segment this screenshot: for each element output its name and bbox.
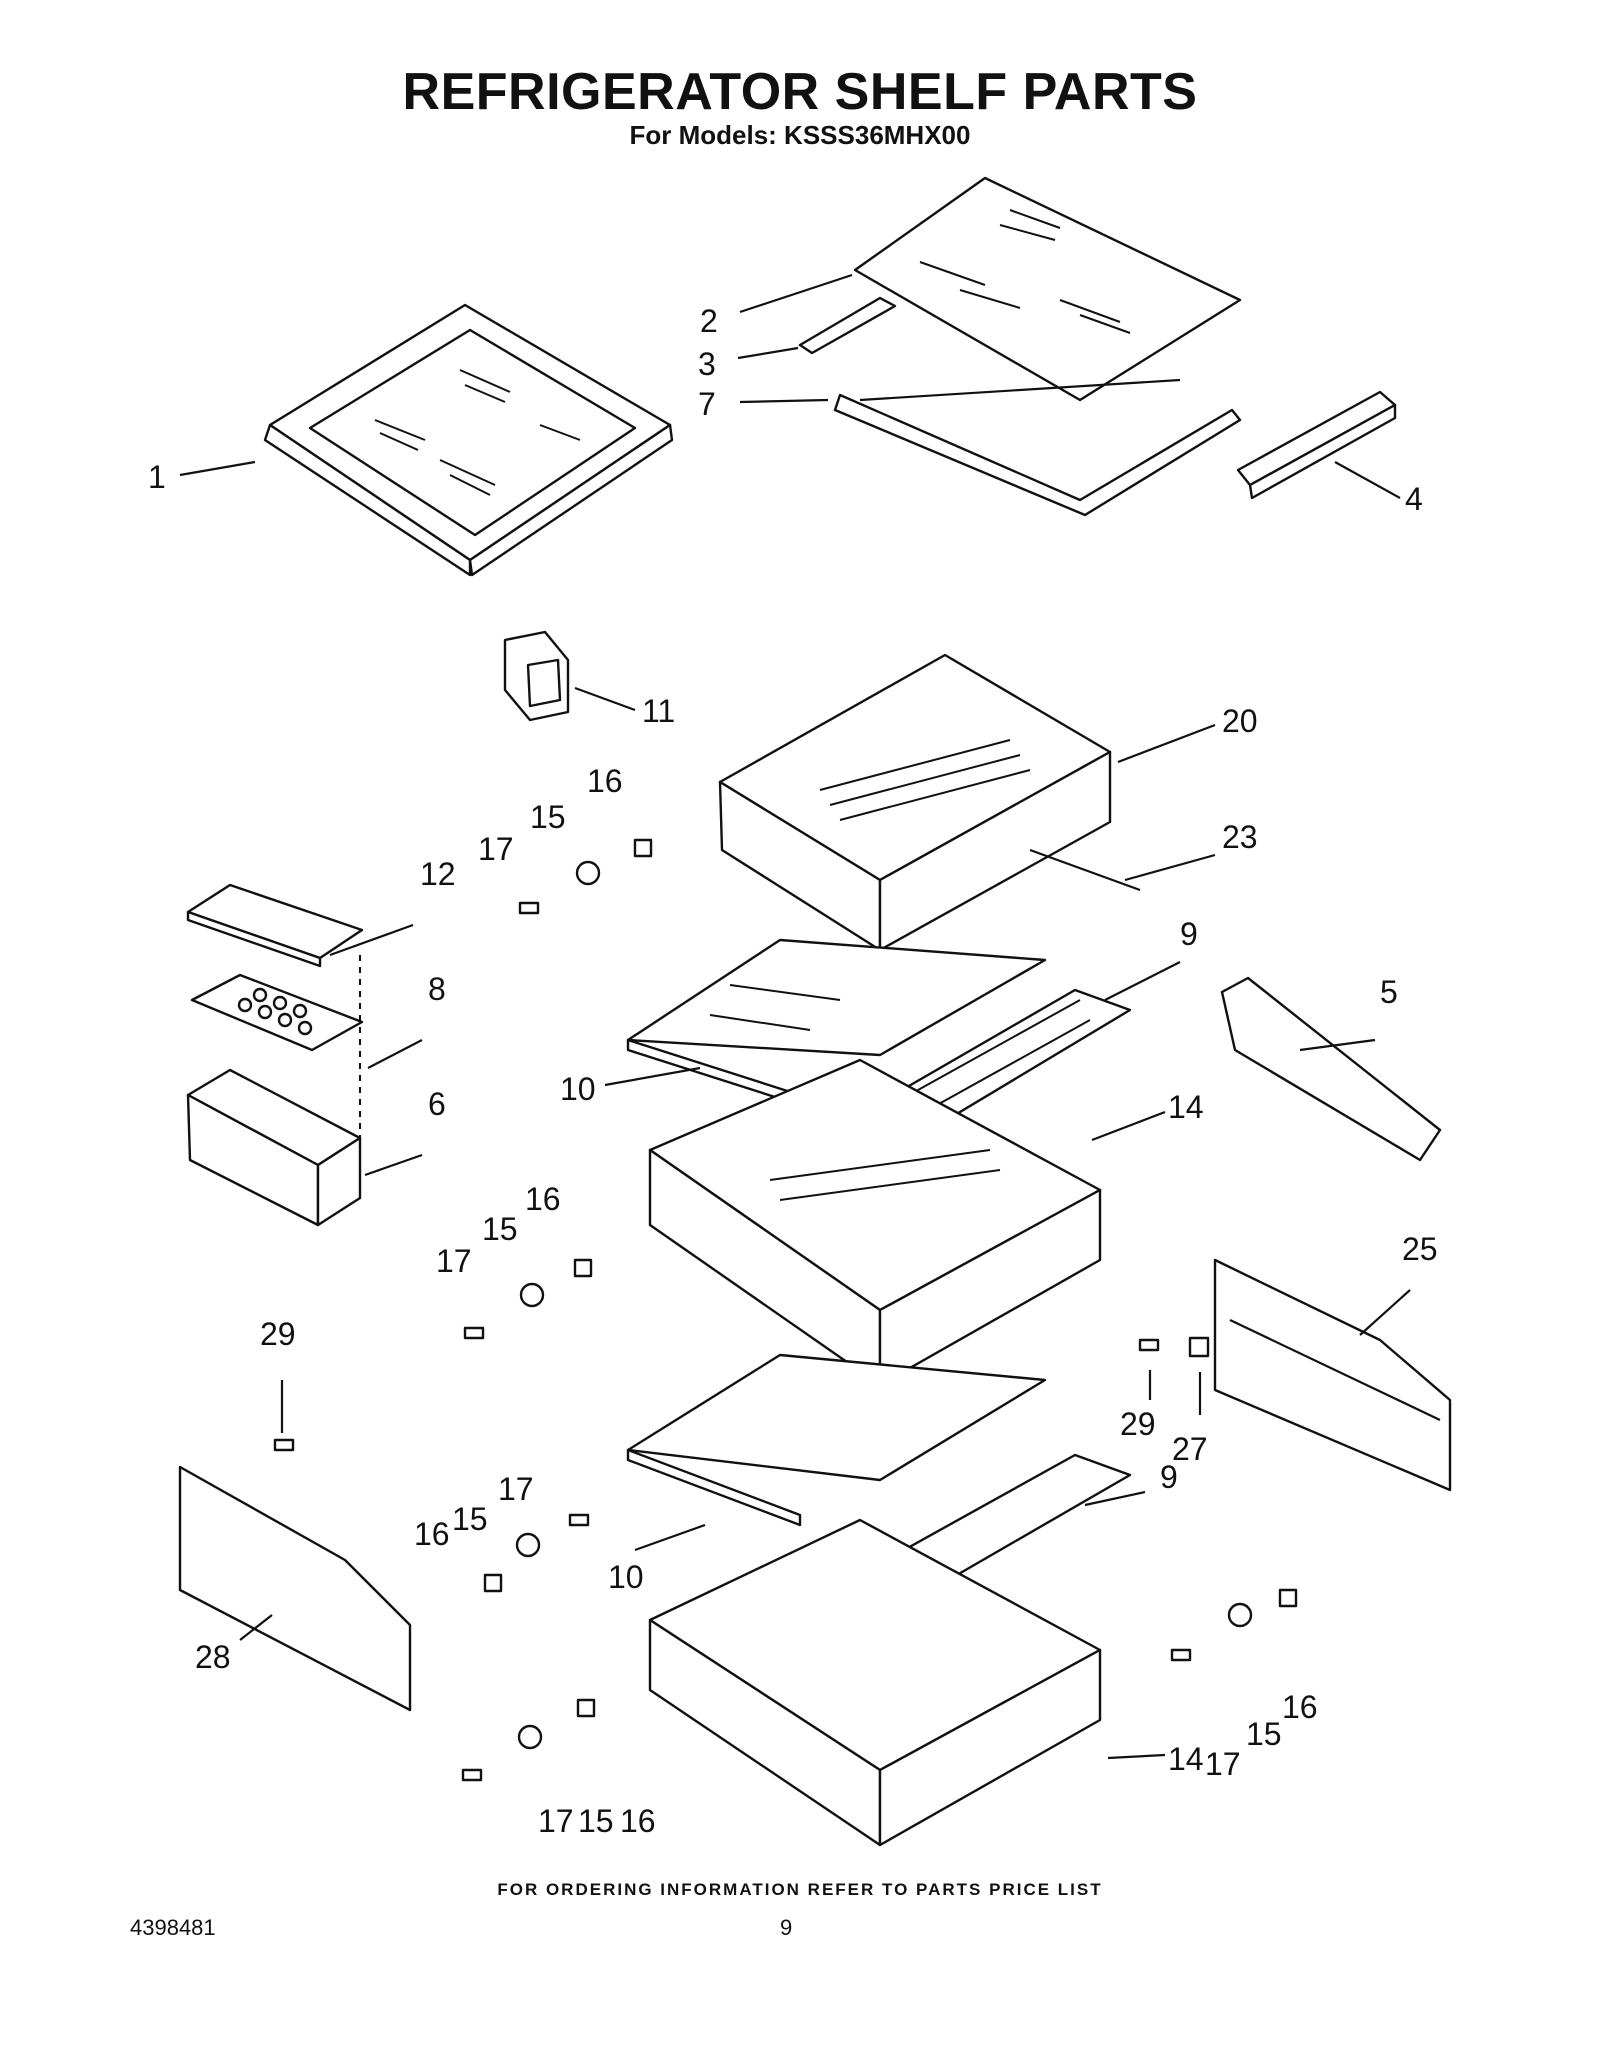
part-20-meat-drawer	[718, 653, 1112, 952]
model-subtitle: For Models: KSSS36MHX00	[629, 120, 971, 150]
page-title: REFRIGERATOR SHELF PARTS	[402, 63, 1198, 121]
callout-1: 1	[148, 459, 166, 495]
part-11-clip	[503, 630, 570, 722]
callout-29: 29	[260, 1316, 296, 1352]
callout-15: 15	[1246, 1716, 1282, 1752]
callout-5: 5	[1380, 974, 1398, 1010]
callout-17: 17	[498, 1471, 534, 1507]
part-7-shelf-frame	[833, 378, 1242, 517]
callout-16: 16	[525, 1181, 561, 1217]
part-12-lid	[186, 883, 364, 968]
part-6-bin	[186, 1068, 362, 1227]
callout-16: 16	[587, 763, 623, 799]
callout-4: 4	[1405, 481, 1423, 517]
callout-28: 28	[195, 1639, 231, 1675]
callout-17: 17	[538, 1803, 574, 1839]
callout-29: 29	[1120, 1406, 1156, 1442]
callout-17: 17	[1205, 1746, 1241, 1782]
part-10-glass-shelf-lower	[626, 1353, 1047, 1527]
callout-12: 12	[420, 856, 456, 892]
ordering-note: FOR ORDERING INFORMATION REFER TO PARTS …	[497, 1880, 1103, 1899]
callout-6: 6	[428, 1086, 446, 1122]
callout-17: 17	[436, 1243, 472, 1279]
part-10-glass-shelf-upper	[626, 938, 1047, 1107]
fastener-set-upper	[518, 838, 653, 915]
document-number: 4398481	[130, 1915, 216, 1940]
callout-17: 17	[478, 831, 514, 867]
part-28-bracket	[178, 1465, 412, 1712]
part-5-cover	[1220, 976, 1442, 1162]
callout-27: 27	[1172, 1431, 1208, 1467]
callout-23: 23	[1222, 819, 1258, 855]
callout-16: 16	[620, 1803, 656, 1839]
callout-15: 15	[530, 799, 566, 835]
callout-16: 16	[414, 1516, 450, 1552]
callout-10: 10	[560, 1071, 596, 1107]
callout-8: 8	[428, 971, 446, 1007]
part-8-egg-tray	[190, 973, 364, 1052]
callout-7: 7	[698, 386, 716, 422]
callout-15: 15	[578, 1803, 614, 1839]
callout-labels: 1 2 3 7 4 11 20 16 15 17 23 12 9 8 5 10 …	[148, 303, 1438, 1839]
part-25-bracket	[1213, 1258, 1452, 1492]
callout-15: 15	[482, 1211, 518, 1247]
part-2-glass-panel	[853, 176, 1242, 402]
fastener-set-middle	[463, 1258, 593, 1340]
page-number: 9	[780, 1915, 793, 1940]
fastener-set-lower	[461, 1698, 596, 1782]
callout-2: 2	[700, 303, 718, 339]
callout-10: 10	[608, 1559, 644, 1595]
callout-14: 14	[1168, 1741, 1204, 1777]
callout-11: 11	[642, 693, 675, 729]
callout-25: 25	[1402, 1231, 1438, 1267]
callout-16: 16	[1282, 1689, 1318, 1725]
callout-9: 9	[1180, 916, 1198, 952]
part-4-side-rail	[1236, 390, 1397, 500]
callout-20: 20	[1222, 703, 1258, 739]
callout-14: 14	[1168, 1089, 1204, 1125]
part-1-glass-shelf	[263, 303, 674, 577]
leader-lines	[179, 273, 1411, 1760]
fastener-set-left	[273, 1438, 590, 1593]
callout-3: 3	[698, 346, 716, 382]
part-14-crisper-upper	[648, 1058, 1102, 1387]
fastener-set-right	[1138, 1338, 1298, 1662]
part-14-crisper-lower	[648, 1518, 1102, 1847]
part-23-rod	[1029, 848, 1141, 892]
part-3-front-rail	[798, 296, 897, 355]
callout-15: 15	[452, 1501, 488, 1537]
callout-9: 9	[1160, 1459, 1178, 1495]
part-27-block	[1188, 1336, 1210, 1358]
